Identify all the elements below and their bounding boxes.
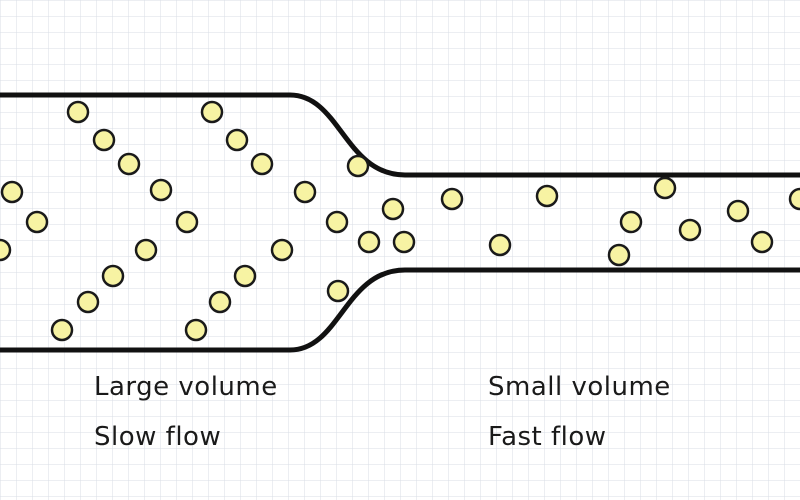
particle [653, 176, 677, 200]
particle [0, 238, 12, 262]
particle [488, 233, 512, 257]
particle [326, 279, 350, 303]
particle [750, 230, 774, 254]
particle [175, 210, 199, 234]
particle [92, 128, 116, 152]
particle [149, 178, 173, 202]
particle [726, 199, 750, 223]
particle [200, 100, 224, 124]
wide-section-speed-label: Slow flow [94, 422, 222, 452]
particle [50, 318, 74, 342]
particle [208, 290, 232, 314]
particle [788, 187, 800, 211]
particle [66, 100, 90, 124]
particle [440, 187, 464, 211]
particle [381, 197, 405, 221]
particle [250, 152, 274, 176]
particle [101, 264, 125, 288]
particle [619, 210, 643, 234]
narrow-section-volume-label: Small volume [488, 372, 671, 402]
particle [184, 318, 208, 342]
particle [678, 218, 702, 242]
particle [535, 184, 559, 208]
wide-section-volume-label: Large volume [94, 372, 278, 402]
particle [346, 154, 370, 178]
particle [357, 230, 381, 254]
particle [607, 243, 631, 267]
narrow-section-speed-label: Fast flow [488, 422, 607, 452]
pipe-top-wall [0, 92, 800, 178]
particle [117, 152, 141, 176]
particle [293, 180, 317, 204]
particle [225, 128, 249, 152]
particle [392, 230, 416, 254]
particle-group [0, 100, 800, 342]
particle [325, 210, 349, 234]
particle [76, 290, 100, 314]
particle [233, 264, 257, 288]
particle [270, 238, 294, 262]
particle [0, 180, 24, 204]
particle [25, 210, 49, 234]
pipe-bottom-wall [0, 267, 800, 353]
particle [134, 238, 158, 262]
